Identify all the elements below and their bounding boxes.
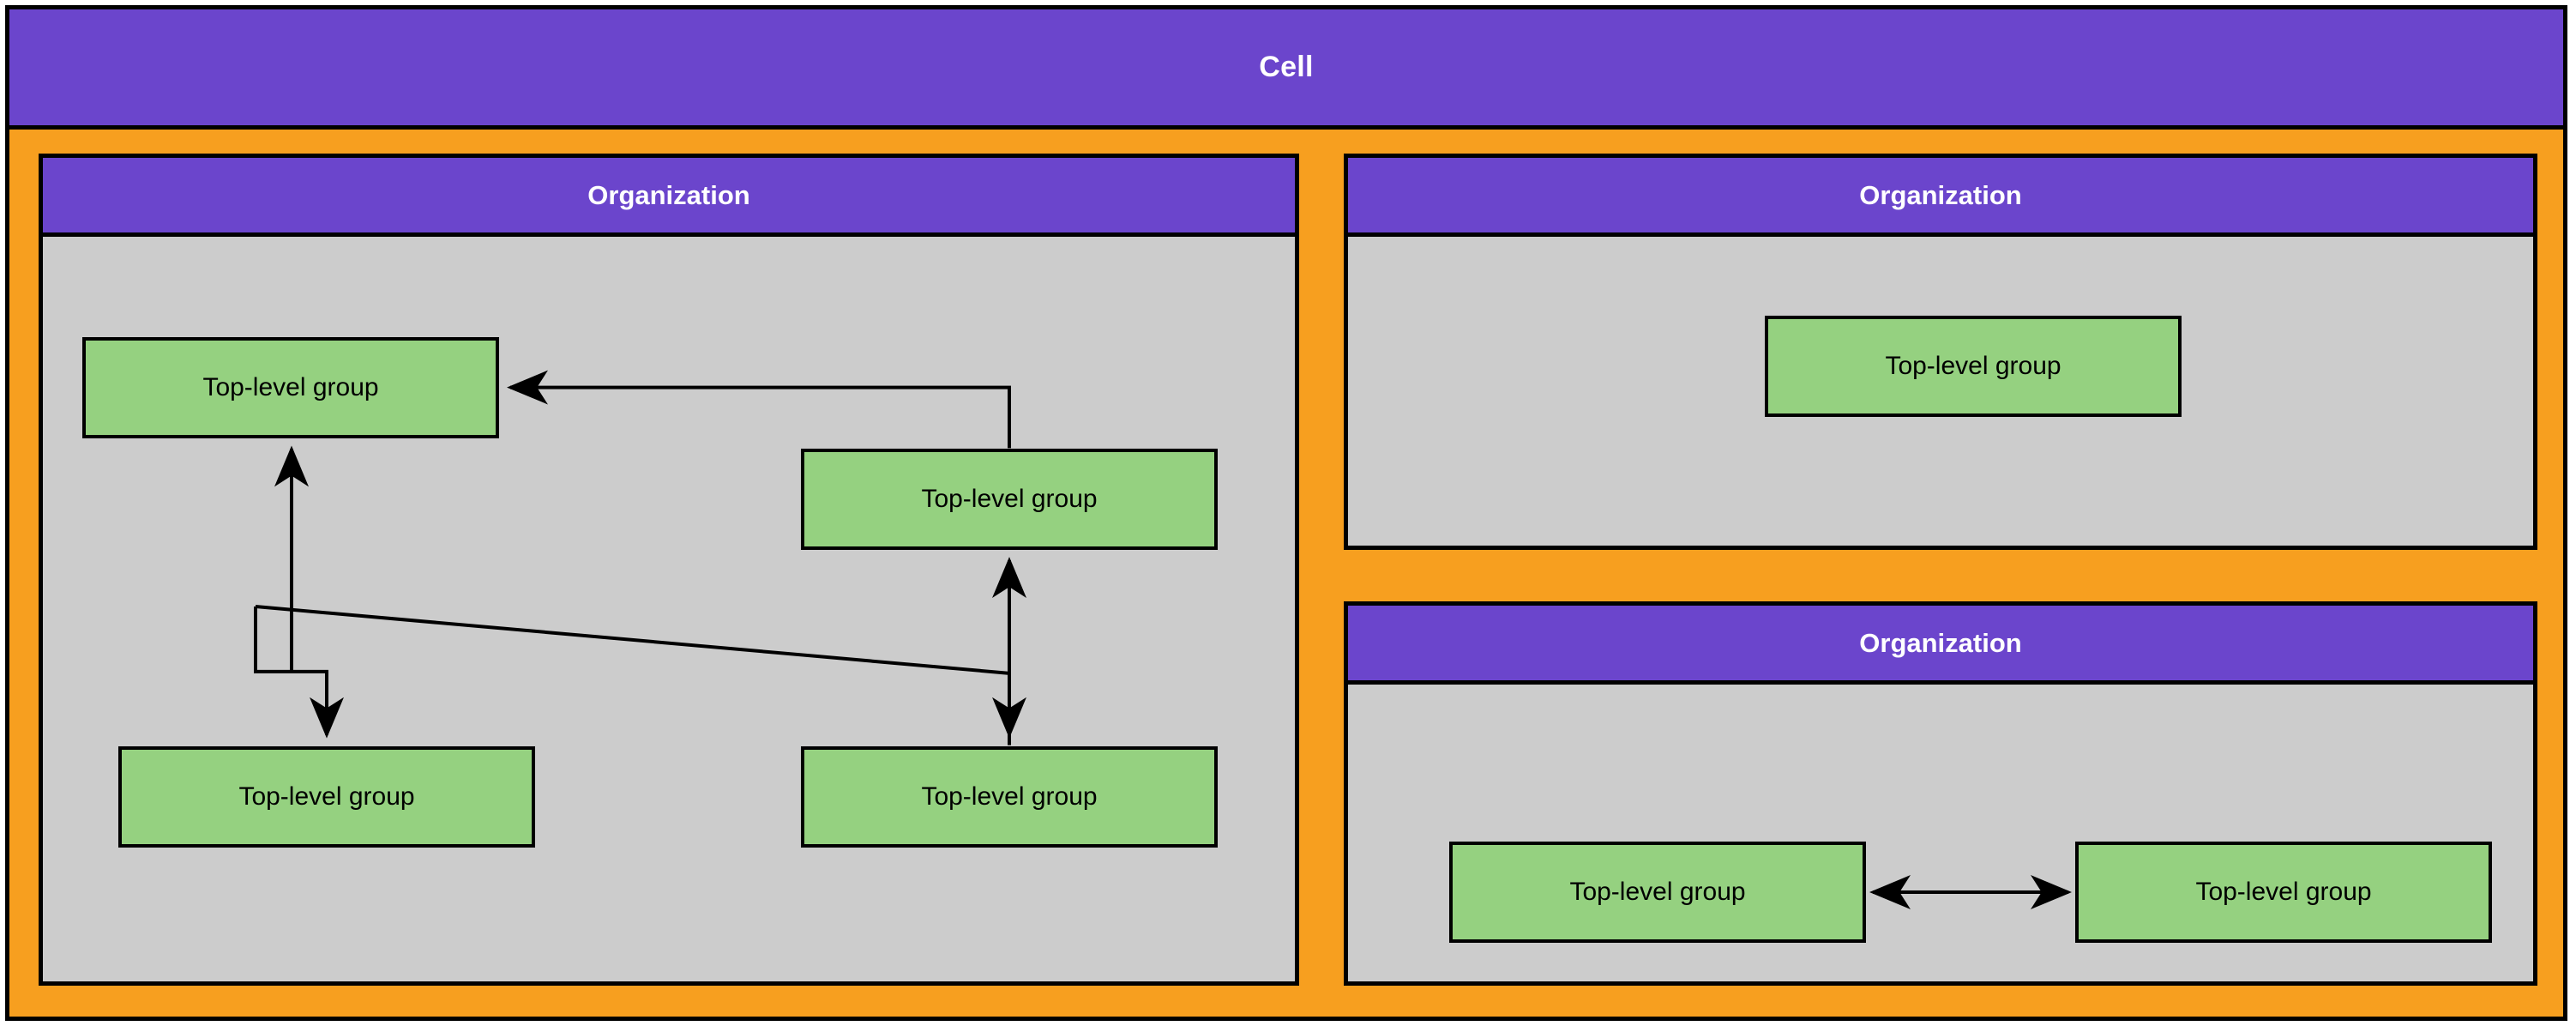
organization-top-right-body: Top-level group (1348, 237, 2533, 546)
cell-header: Cell (9, 9, 2563, 130)
top-level-group-label: Top-level group (238, 782, 415, 811)
organization-top-right-header: Organization (1348, 158, 2533, 237)
organization-top-right-title: Organization (1859, 179, 2022, 210)
organization-bottom-right-header: Organization (1348, 606, 2533, 685)
top-level-group[interactable]: Top-level group (801, 746, 1218, 848)
edge-l2-to-l1 (507, 370, 1011, 449)
cell-container: Cell Organization (5, 5, 2567, 1021)
top-level-group-label: Top-level group (2195, 878, 2372, 906)
top-level-group-label: Top-level group (1569, 878, 1746, 906)
top-level-group[interactable]: Top-level group (1449, 842, 1866, 943)
top-level-group-label: Top-level group (921, 485, 1098, 513)
cell-title: Cell (1259, 51, 1314, 83)
top-level-group[interactable]: Top-level group (118, 746, 535, 848)
organization-bottom-right: Organization (1344, 601, 2537, 986)
top-level-group[interactable]: Top-level group (801, 449, 1218, 550)
edge-to-l3 (254, 607, 345, 739)
organization-left-header: Organization (43, 158, 1295, 237)
top-level-group[interactable]: Top-level group (82, 337, 499, 438)
top-level-group-label: Top-level group (202, 373, 379, 401)
organization-left-body: Top-level group Top-level group Top-leve… (43, 237, 1295, 981)
organization-bottom-right-body: Top-level group Top-level group (1348, 685, 2533, 981)
organization-top-right: Organization Top-level group (1344, 154, 2537, 550)
organization-left: Organization (39, 154, 1299, 986)
organization-left-title: Organization (587, 179, 750, 210)
edge-diagonal (255, 605, 1010, 675)
top-level-group-label: Top-level group (1885, 352, 2061, 380)
cell-body: Organization (9, 130, 2563, 1017)
top-level-group[interactable]: Top-level group (2075, 842, 2492, 943)
top-level-group[interactable]: Top-level group (1765, 316, 2182, 417)
top-level-group-label: Top-level group (921, 782, 1098, 811)
organization-bottom-right-title: Organization (1859, 627, 2022, 658)
